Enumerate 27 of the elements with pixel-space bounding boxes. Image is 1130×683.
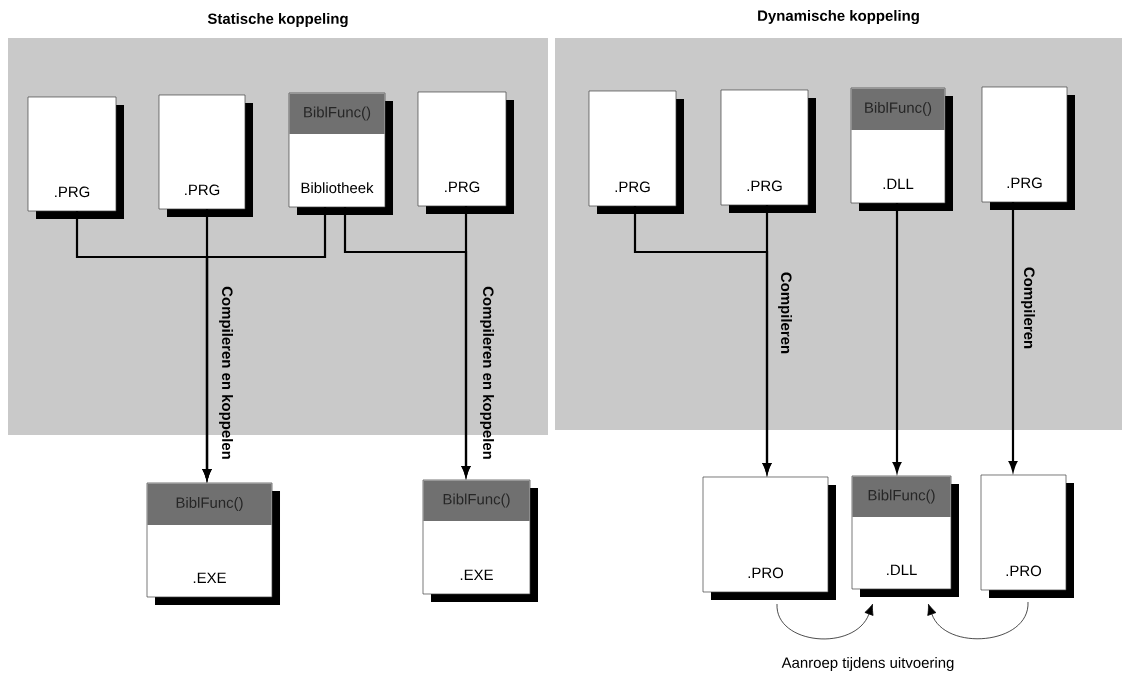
arrow xyxy=(1008,202,1018,472)
edge-label: Compileren xyxy=(1021,267,1035,349)
file-box: .PRG xyxy=(720,89,816,213)
edge-label: Compileren xyxy=(778,272,792,354)
arrow xyxy=(927,601,1029,640)
file-box: .PRO xyxy=(980,474,1074,598)
file-box: .PRG xyxy=(588,90,684,214)
edge-label: Compileren en koppelen xyxy=(219,286,233,459)
file-box: .PRO xyxy=(702,476,836,600)
library-file-box: BiblFunc() .DLL xyxy=(850,87,953,211)
file-box: .PRG xyxy=(27,96,124,219)
arrow xyxy=(776,603,874,640)
caption-text: Aanroep tijdens uitvoering xyxy=(781,657,954,671)
arrow xyxy=(202,207,327,480)
library-file-box: BiblFunc() Bibliotheek xyxy=(288,92,393,215)
library-file-box: BiblFunc() .EXE xyxy=(422,479,538,602)
arrow xyxy=(892,203,902,473)
node-label: Statische koppeling xyxy=(207,13,348,27)
file-box: .PRG xyxy=(981,86,1075,210)
arrow xyxy=(762,205,772,474)
file-box: .PRG xyxy=(417,91,514,214)
file-box: .PRG xyxy=(158,94,253,217)
arrow xyxy=(461,206,471,477)
library-file-box: BiblFunc() .DLL xyxy=(851,475,959,597)
edge-label: Compileren en koppelen xyxy=(480,286,494,459)
node-label: Dynamische koppeling xyxy=(758,10,919,24)
library-file-box: BiblFunc() .EXE xyxy=(146,482,280,605)
